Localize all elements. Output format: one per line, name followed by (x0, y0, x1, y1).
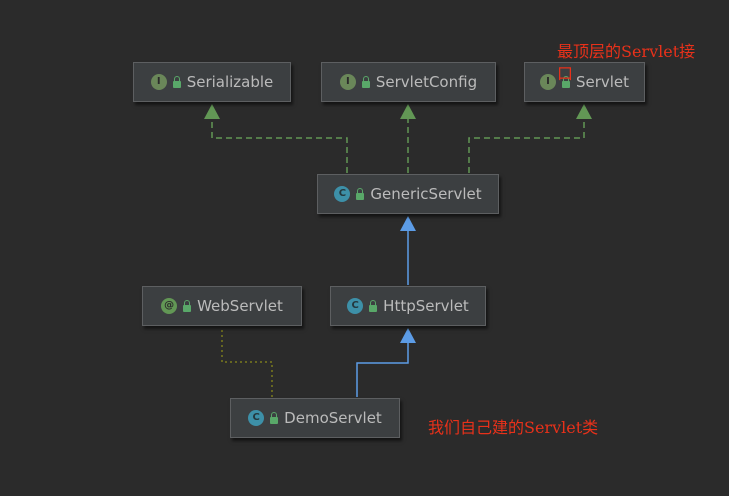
node-serializable[interactable]: I Serializable (133, 62, 291, 102)
node-servletconfig[interactable]: I ServletConfig (321, 62, 496, 102)
node-label: DemoServlet (284, 409, 382, 427)
node-label: HttpServlet (383, 297, 469, 315)
arrowhead-serializable (204, 104, 220, 119)
edge-generic-to-serializable (211, 113, 348, 173)
node-label: WebServlet (197, 297, 283, 315)
public-lock-icon (183, 299, 192, 312)
node-label: Serializable (186, 73, 274, 91)
node-servlet[interactable]: I Servlet (524, 62, 645, 102)
public-lock-icon (361, 75, 370, 88)
extends-edges (356, 216, 416, 397)
note-top-interface-line2: 口 (557, 64, 574, 83)
node-httpservlet[interactable]: C HttpServlet (330, 286, 486, 326)
node-webservlet[interactable]: @ WebServlet (142, 286, 302, 326)
arrowhead-generic (400, 216, 416, 231)
note-top-interface-line1: 最顶层的Servlet接 (557, 42, 696, 61)
annotation-icon: @ (161, 298, 178, 314)
node-demoservlet[interactable]: C DemoServlet (230, 398, 400, 438)
edge-generic-to-servlet (468, 113, 585, 173)
public-lock-icon (270, 411, 279, 424)
interface-icon: I (339, 74, 356, 90)
abstract-class-icon: C (334, 186, 351, 202)
abstract-class-icon: C (347, 298, 364, 314)
class-icon: C (248, 410, 265, 426)
arrowhead-servlet (576, 104, 592, 119)
public-lock-icon (561, 75, 570, 88)
public-lock-icon (369, 299, 378, 312)
node-label: ServletConfig (375, 73, 478, 91)
node-label: GenericServlet (370, 185, 482, 203)
arrowhead-http (400, 328, 416, 343)
implements-edges (204, 104, 592, 173)
public-lock-icon (172, 75, 181, 88)
edge-demo-to-webservlet (221, 328, 273, 397)
interface-icon: I (539, 74, 556, 90)
annotation-edges (221, 328, 273, 397)
arrowhead-servletconfig (400, 104, 416, 119)
node-label: Servlet (575, 73, 630, 91)
edge-demo-to-http (356, 340, 409, 397)
public-lock-icon (356, 187, 365, 200)
note-own-class: 我们自己建的Servlet类 (428, 418, 599, 437)
node-genericservlet[interactable]: C GenericServlet (317, 174, 499, 214)
interface-icon: I (150, 74, 167, 90)
